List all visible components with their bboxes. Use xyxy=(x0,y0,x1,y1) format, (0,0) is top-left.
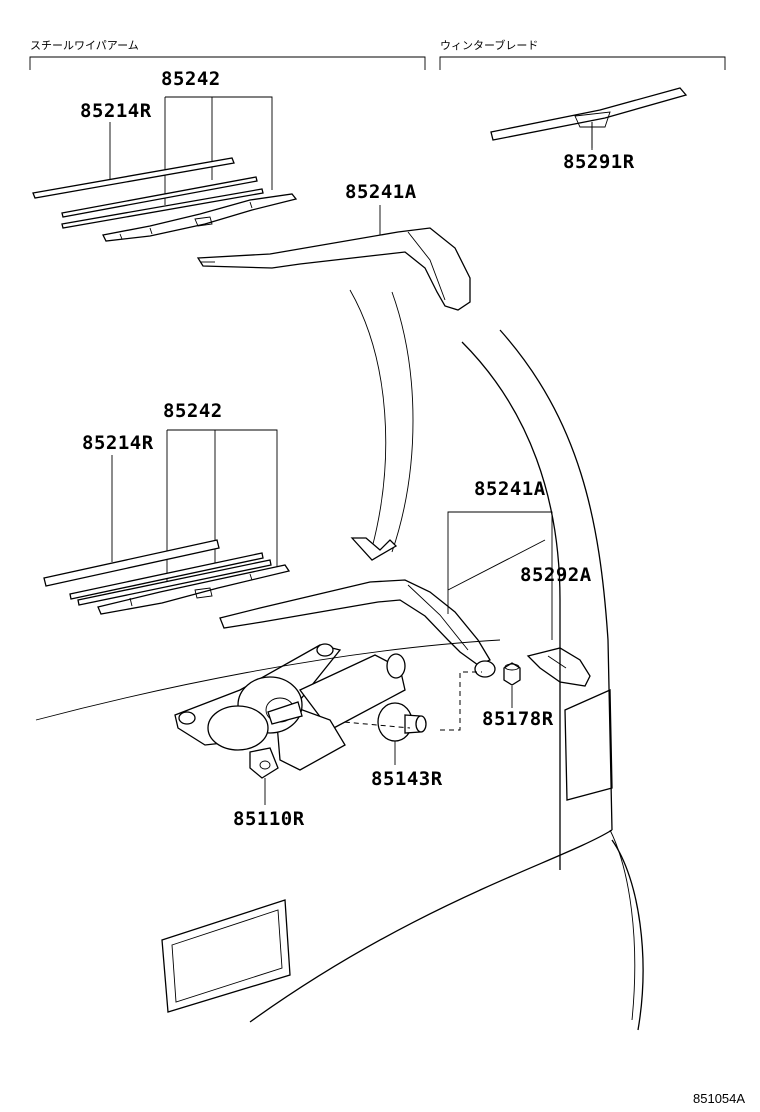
top-blade-strips xyxy=(61,176,264,229)
label-pivot: 85143R xyxy=(371,768,443,790)
label-mid-blade-assy: 85242 xyxy=(163,400,223,422)
mid-blade-frame xyxy=(97,564,291,615)
label-cap: 85292A xyxy=(520,564,592,586)
label-mid-rubber: 85214R xyxy=(82,432,154,454)
wiper-motor xyxy=(174,643,406,779)
catalog-code: 851054A xyxy=(693,1091,746,1106)
top-blade-frame xyxy=(102,193,298,242)
winter-blade xyxy=(490,87,688,148)
label-winter-blade: 85291R xyxy=(563,151,635,173)
label-nut: 85178R xyxy=(482,708,554,730)
top-wiper-rubber xyxy=(32,157,235,199)
mid-blade-strips xyxy=(69,552,272,606)
arm-cap xyxy=(526,647,591,687)
section-header-right: ウィンターブレード xyxy=(440,39,539,52)
label-top-arm: 85241A xyxy=(345,181,417,203)
mid-arm-leader xyxy=(447,511,553,640)
header-bracket-left xyxy=(29,56,426,70)
label-mid-arm: 85241A xyxy=(474,478,546,500)
label-top-blade-assy: 85242 xyxy=(161,68,221,90)
header-bracket-right xyxy=(439,56,726,70)
label-motor: 85110R xyxy=(233,808,305,830)
swing-arrow xyxy=(349,289,414,561)
nut xyxy=(503,662,521,686)
mid-wiper-arm xyxy=(219,579,496,678)
top-blade-leader-lines xyxy=(109,96,273,205)
plate-lamp xyxy=(161,899,291,1013)
mid-wiper-rubber xyxy=(43,539,220,587)
section-header-left: スチールワイパアーム xyxy=(30,39,139,52)
car-body-outline xyxy=(35,329,644,1031)
label-top-rubber: 85214R xyxy=(80,100,152,122)
top-wiper-arm xyxy=(196,227,471,311)
pivot xyxy=(377,702,427,742)
